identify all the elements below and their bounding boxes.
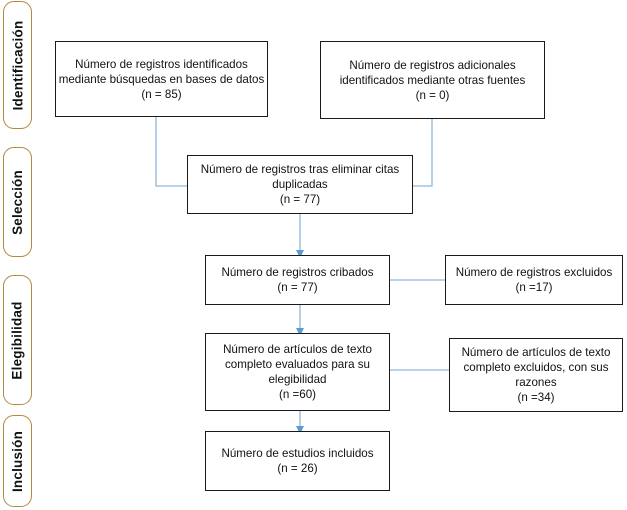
box-text-line: Número de artículos de texto — [461, 346, 611, 359]
box-count: (n = 77) — [277, 281, 318, 294]
box-fulltext-excluded: Número de artículos de texto completo ex… — [449, 338, 623, 412]
box-text-line: razones — [515, 376, 557, 389]
box-text-line: Número de registros cribados — [221, 266, 374, 279]
connector-other-to-dedup — [412, 118, 433, 187]
box-text-line: Número de registros excluidos — [455, 266, 613, 279]
box-text-line: Número de estudios incluidos — [221, 447, 374, 460]
phase-label-elegibilidad: Elegibilidad — [10, 300, 26, 380]
box-text-line: completo evaluados para su — [224, 358, 370, 371]
box-text-line: Número de artículos de texto — [223, 343, 372, 356]
phase-elegibilidad: Elegibilidad — [3, 275, 32, 405]
box-records-identified-other: Número de registros adicionales identifi… — [320, 41, 545, 119]
box-studies-included: Número de estudios incluidos (n = 26) — [205, 431, 390, 491]
phase-inclusion: Inclusión — [3, 415, 32, 507]
box-text-line: completo excluidos, con sus — [463, 361, 609, 374]
box-records-after-duplicates: Número de registros tras eliminar citas … — [187, 155, 413, 214]
box-count: (n =17) — [515, 281, 553, 294]
connector-db-to-dedup — [155, 116, 188, 187]
phase-identificacion: Identificación — [3, 1, 32, 129]
box-count: (n = 0) — [415, 88, 450, 102]
box-text-line: Número de registros tras eliminar citas — [200, 163, 400, 176]
phase-label-identificacion: Identificación — [10, 20, 25, 110]
box-records-screened: Número de registros cribados (n = 77) — [205, 255, 390, 305]
box-count: (n =60) — [278, 388, 317, 401]
phase-seleccion: Selección — [3, 147, 32, 257]
box-text-line: duplicadas — [272, 178, 328, 191]
box-text-line: identificados mediante otras fuentes — [339, 73, 526, 87]
box-records-identified-databases: Número de registros identificados median… — [55, 41, 268, 117]
box-count: (n =34) — [517, 391, 555, 404]
box-records-excluded: Número de registros excluidos (n =17) — [445, 255, 623, 305]
phase-label-seleccion: Selección — [10, 169, 25, 235]
box-text-line: mediante búsquedas en bases de datos — [58, 72, 265, 86]
box-count: (n = 26) — [277, 462, 318, 475]
phase-label-inclusion: Inclusión — [10, 430, 25, 492]
box-text-line: Número de registros identificados — [75, 57, 248, 71]
box-text-line: elegibilidad — [268, 373, 327, 386]
box-fulltext-assessed: Número de artículos de texto completo ev… — [205, 333, 390, 411]
box-count: (n = 77) — [279, 193, 321, 206]
box-text-line: Número de registros adicionales — [349, 58, 516, 72]
box-count: (n = 85) — [141, 87, 182, 101]
